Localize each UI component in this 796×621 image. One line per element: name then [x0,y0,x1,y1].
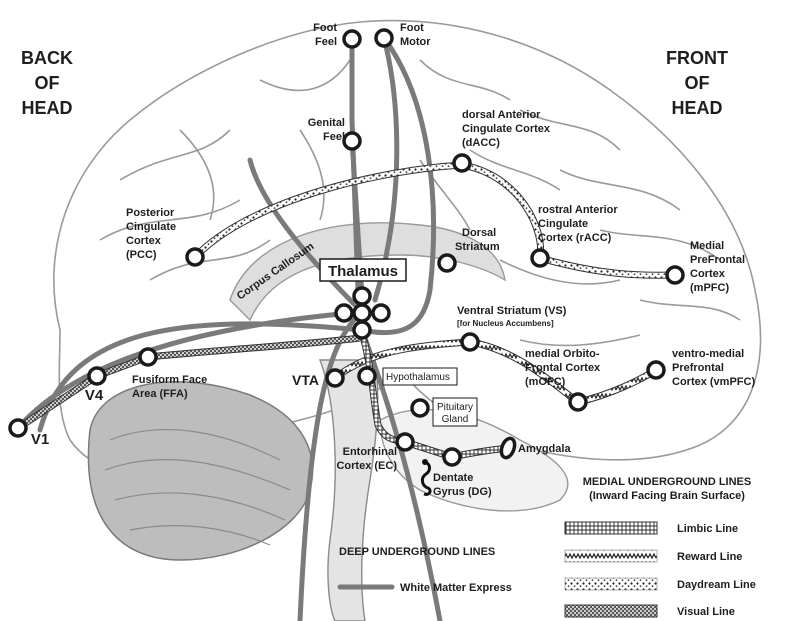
svg-text:Striatum: Striatum [455,241,500,253]
svg-text:(mOFC): (mOFC) [525,376,566,388]
station-dentate[interactable] [444,449,460,465]
legend-visual: Visual Line [565,605,735,618]
svg-text:Thalamus: Thalamus [328,263,398,280]
station-thalamus-left[interactable] [336,305,352,321]
svg-text:Dorsal: Dorsal [462,227,496,239]
svg-text:OF: OF [685,73,710,93]
svg-text:Entorhinal: Entorhinal [343,446,397,458]
svg-text:Medial: Medial [690,240,724,252]
svg-text:(mPFC): (mPFC) [690,282,729,294]
legend-daydream-label: Daydream Line [677,579,756,591]
svg-text:HEAD: HEAD [21,98,72,118]
label-v1: V1 [31,431,49,448]
back-of-head-label: BACK OF HEAD [21,48,73,118]
svg-text:Ventral Striatum (VS): Ventral Striatum (VS) [457,305,567,317]
svg-text:Feel: Feel [315,36,337,48]
svg-text:Cortex (EC): Cortex (EC) [336,460,397,472]
station-pituitary[interactable] [412,400,428,416]
svg-text:Cortex: Cortex [690,268,726,280]
station-racc[interactable] [532,250,548,266]
svg-text:(dACC): (dACC) [462,137,500,149]
station-mpfc[interactable] [667,267,683,283]
svg-text:OF: OF [35,73,60,93]
thalamus-label: Thalamus [320,259,406,281]
svg-text:Posterior: Posterior [126,207,175,219]
svg-text:(PCC): (PCC) [126,249,157,261]
front-of-head-label: FRONT OF HEAD [666,48,728,118]
label-pituitary: Pituitary Gland [433,398,477,426]
svg-text:BACK: BACK [21,48,73,68]
svg-text:Frontal Cortex: Frontal Cortex [525,362,601,374]
svg-text:Area (FFA): Area (FFA) [132,388,188,400]
station-dacc[interactable] [454,155,470,171]
svg-text:Cingulate Cortex: Cingulate Cortex [462,123,551,135]
station-v1[interactable] [10,420,26,436]
station-hypothalamus[interactable] [359,368,375,384]
svg-text:Motor: Motor [400,36,431,48]
svg-text:HEAD: HEAD [671,98,722,118]
legend-daydream: Daydream Line [565,578,756,591]
legend-medial-title: MEDIAL UNDERGROUND LINES (Inward Facing … [583,476,751,502]
legend-white-matter-label: White Matter Express [400,582,512,594]
station-thalamus-right[interactable] [373,305,389,321]
svg-text:Foot: Foot [400,22,424,34]
svg-text:ventro-medial: ventro-medial [672,348,744,360]
svg-text:dorsal Anterior: dorsal Anterior [462,109,541,121]
station-foot-motor[interactable] [376,30,392,46]
svg-text:PreFrontal: PreFrontal [690,254,745,266]
station-vta[interactable] [327,370,343,386]
svg-text:Pituitary: Pituitary [437,402,473,413]
station-thalamus-top[interactable] [354,288,370,304]
label-amygdala: Amygdala [518,443,571,455]
svg-text:medial Orbito-: medial Orbito- [525,348,600,360]
legend-limbic-label: Limbic Line [677,523,738,535]
svg-text:(Inward Facing Brain Surface): (Inward Facing Brain Surface) [589,490,745,502]
svg-text:Dentate: Dentate [433,472,473,484]
station-genital-feel[interactable] [344,133,360,149]
legend-visual-label: Visual Line [677,606,735,618]
station-v4[interactable] [89,368,105,384]
station-ventral-striatum[interactable] [462,334,478,350]
station-mofc[interactable] [570,394,586,410]
svg-text:Feel: Feel [323,131,345,143]
svg-text:Foot: Foot [313,22,337,34]
legend-reward: Reward Line [565,550,742,563]
svg-text:Prefrontal: Prefrontal [672,362,724,374]
station-vmpfc[interactable] [648,362,664,378]
station-dorsal-striatum[interactable] [439,255,455,271]
legend-reward-label: Reward Line [677,551,742,563]
station-foot-feel[interactable] [344,31,360,47]
label-hypothalamus: Hypothalamus [383,368,457,385]
label-vta: VTA [292,372,319,388]
svg-text:Cortex (vmPFC): Cortex (vmPFC) [672,376,755,388]
svg-text:Hypothalamus: Hypothalamus [386,372,450,383]
svg-text:Genital: Genital [308,117,345,129]
svg-text:Gyrus (DG): Gyrus (DG) [433,486,492,498]
legend-white-matter: White Matter Express [340,582,512,594]
svg-text:rostral Anterior: rostral Anterior [538,204,618,216]
label-ventral-striatum: Ventral Striatum (VS) [for Nucleus Accum… [457,305,567,328]
station-thalamus-center[interactable] [354,305,370,321]
svg-text:Cortex: Cortex [126,235,162,247]
svg-text:Gland: Gland [442,414,469,425]
station-entorhinal[interactable] [397,434,413,450]
station-ffa[interactable] [140,349,156,365]
svg-text:MEDIAL UNDERGROUND LINES: MEDIAL UNDERGROUND LINES [583,476,751,488]
legend-deep-title: DEEP UNDERGROUND LINES [339,546,495,558]
station-pcc[interactable] [187,249,203,265]
legend-limbic: Limbic Line [565,522,738,535]
svg-text:Cingulate: Cingulate [126,221,176,233]
svg-text:Cortex (rACC): Cortex (rACC) [538,232,612,244]
svg-text:FRONT: FRONT [666,48,728,68]
svg-text:[for Nucleus Accumbens]: [for Nucleus Accumbens] [457,319,554,328]
svg-text:Cingulate: Cingulate [538,218,588,230]
label-v4: V4 [85,387,104,404]
svg-text:Fusiform Face: Fusiform Face [132,374,207,386]
station-thalamus-bottom[interactable] [354,322,370,338]
